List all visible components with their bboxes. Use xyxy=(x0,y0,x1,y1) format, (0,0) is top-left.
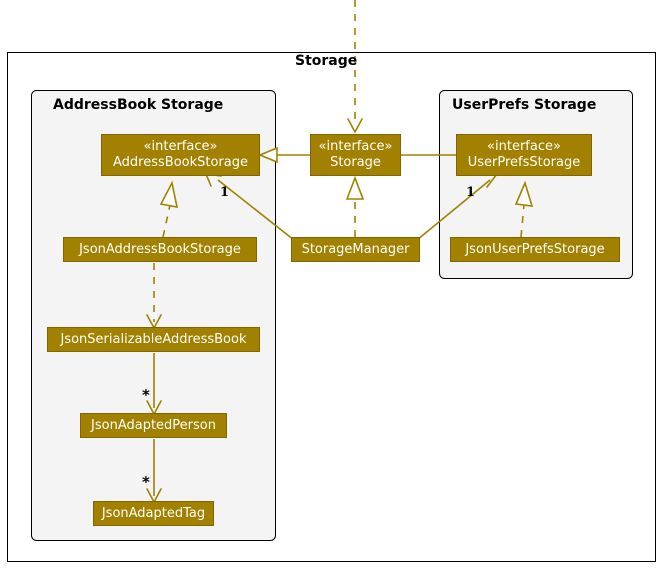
class-jsonaddressbookstorage[interactable]: JsonAddressBookStorage xyxy=(63,237,257,262)
edge-jsonuserprefsstorage-to-userprefsstorage xyxy=(520,204,525,238)
class-jsonuserprefsstorage-name: JsonUserPrefsStorage xyxy=(465,241,605,257)
class-jsonadaptedtag[interactable]: JsonAdaptedTag xyxy=(93,501,214,526)
class-addressbookstorage-stereotype: «interface» xyxy=(143,139,218,154)
class-storagemanager[interactable]: StorageManager xyxy=(291,237,420,262)
class-jsonadaptedperson[interactable]: JsonAdaptedPerson xyxy=(80,413,227,438)
class-userprefsstorage[interactable]: «interface» UserPrefsStorage xyxy=(456,134,592,176)
class-userprefsstorage-name: UserPrefsStorage xyxy=(467,155,581,170)
class-storagemanager-name: StorageManager xyxy=(301,241,410,257)
class-addressbookstorage-name: AddressBookStorage xyxy=(113,155,248,170)
addressbook-package-title: AddressBook Storage xyxy=(53,97,224,113)
class-jsonaddressbookstorage-name: JsonAddressBookStorage xyxy=(79,241,241,257)
class-jsonadaptedperson-name: JsonAdaptedPerson xyxy=(91,417,216,433)
edge-storagemanager-to-userprefsstorage xyxy=(416,179,491,241)
class-storage[interactable]: «interface» Storage xyxy=(310,134,401,176)
multiplicity-person-tag: * xyxy=(142,473,150,491)
arrowhead-dependency-storage-top xyxy=(347,118,363,134)
class-jsonserializableaddressbook-name: JsonSerializableAddressBook xyxy=(60,331,247,347)
class-storage-name: Storage xyxy=(330,155,381,170)
userprefs-package-title: UserPrefs Storage xyxy=(452,97,597,113)
outer-package-title: Storage xyxy=(295,53,358,69)
class-jsonserializableaddressbook[interactable]: JsonSerializableAddressBook xyxy=(47,327,260,352)
arrowhead-realization-addressbookstorage xyxy=(159,180,179,209)
edge-jsonaddressbookstorage-to-addressbookstorage xyxy=(162,204,171,238)
edge-storagemanager-to-addressbookstorage xyxy=(217,179,295,241)
class-addressbookstorage[interactable]: «interface» AddressBookStorage xyxy=(101,134,260,176)
class-jsonadaptedtag-name: JsonAdaptedTag xyxy=(101,505,206,521)
multiplicity-serializable-person: * xyxy=(142,386,150,404)
multiplicity-storagemanager-userprefsstorage: 1 xyxy=(466,185,476,200)
class-userprefsstorage-stereotype: «interface» xyxy=(487,139,561,154)
arrowhead-realization-userprefsstorage xyxy=(514,180,534,207)
class-storage-stereotype: «interface» xyxy=(318,139,393,154)
multiplicity-storagemanager-addressbookstorage: 1 xyxy=(220,185,230,200)
arrowhead-generalization-addressbookstorage xyxy=(257,146,278,164)
arrowhead-realization-storage xyxy=(345,175,365,200)
class-jsonuserprefsstorage[interactable]: JsonUserPrefsStorage xyxy=(450,237,620,262)
